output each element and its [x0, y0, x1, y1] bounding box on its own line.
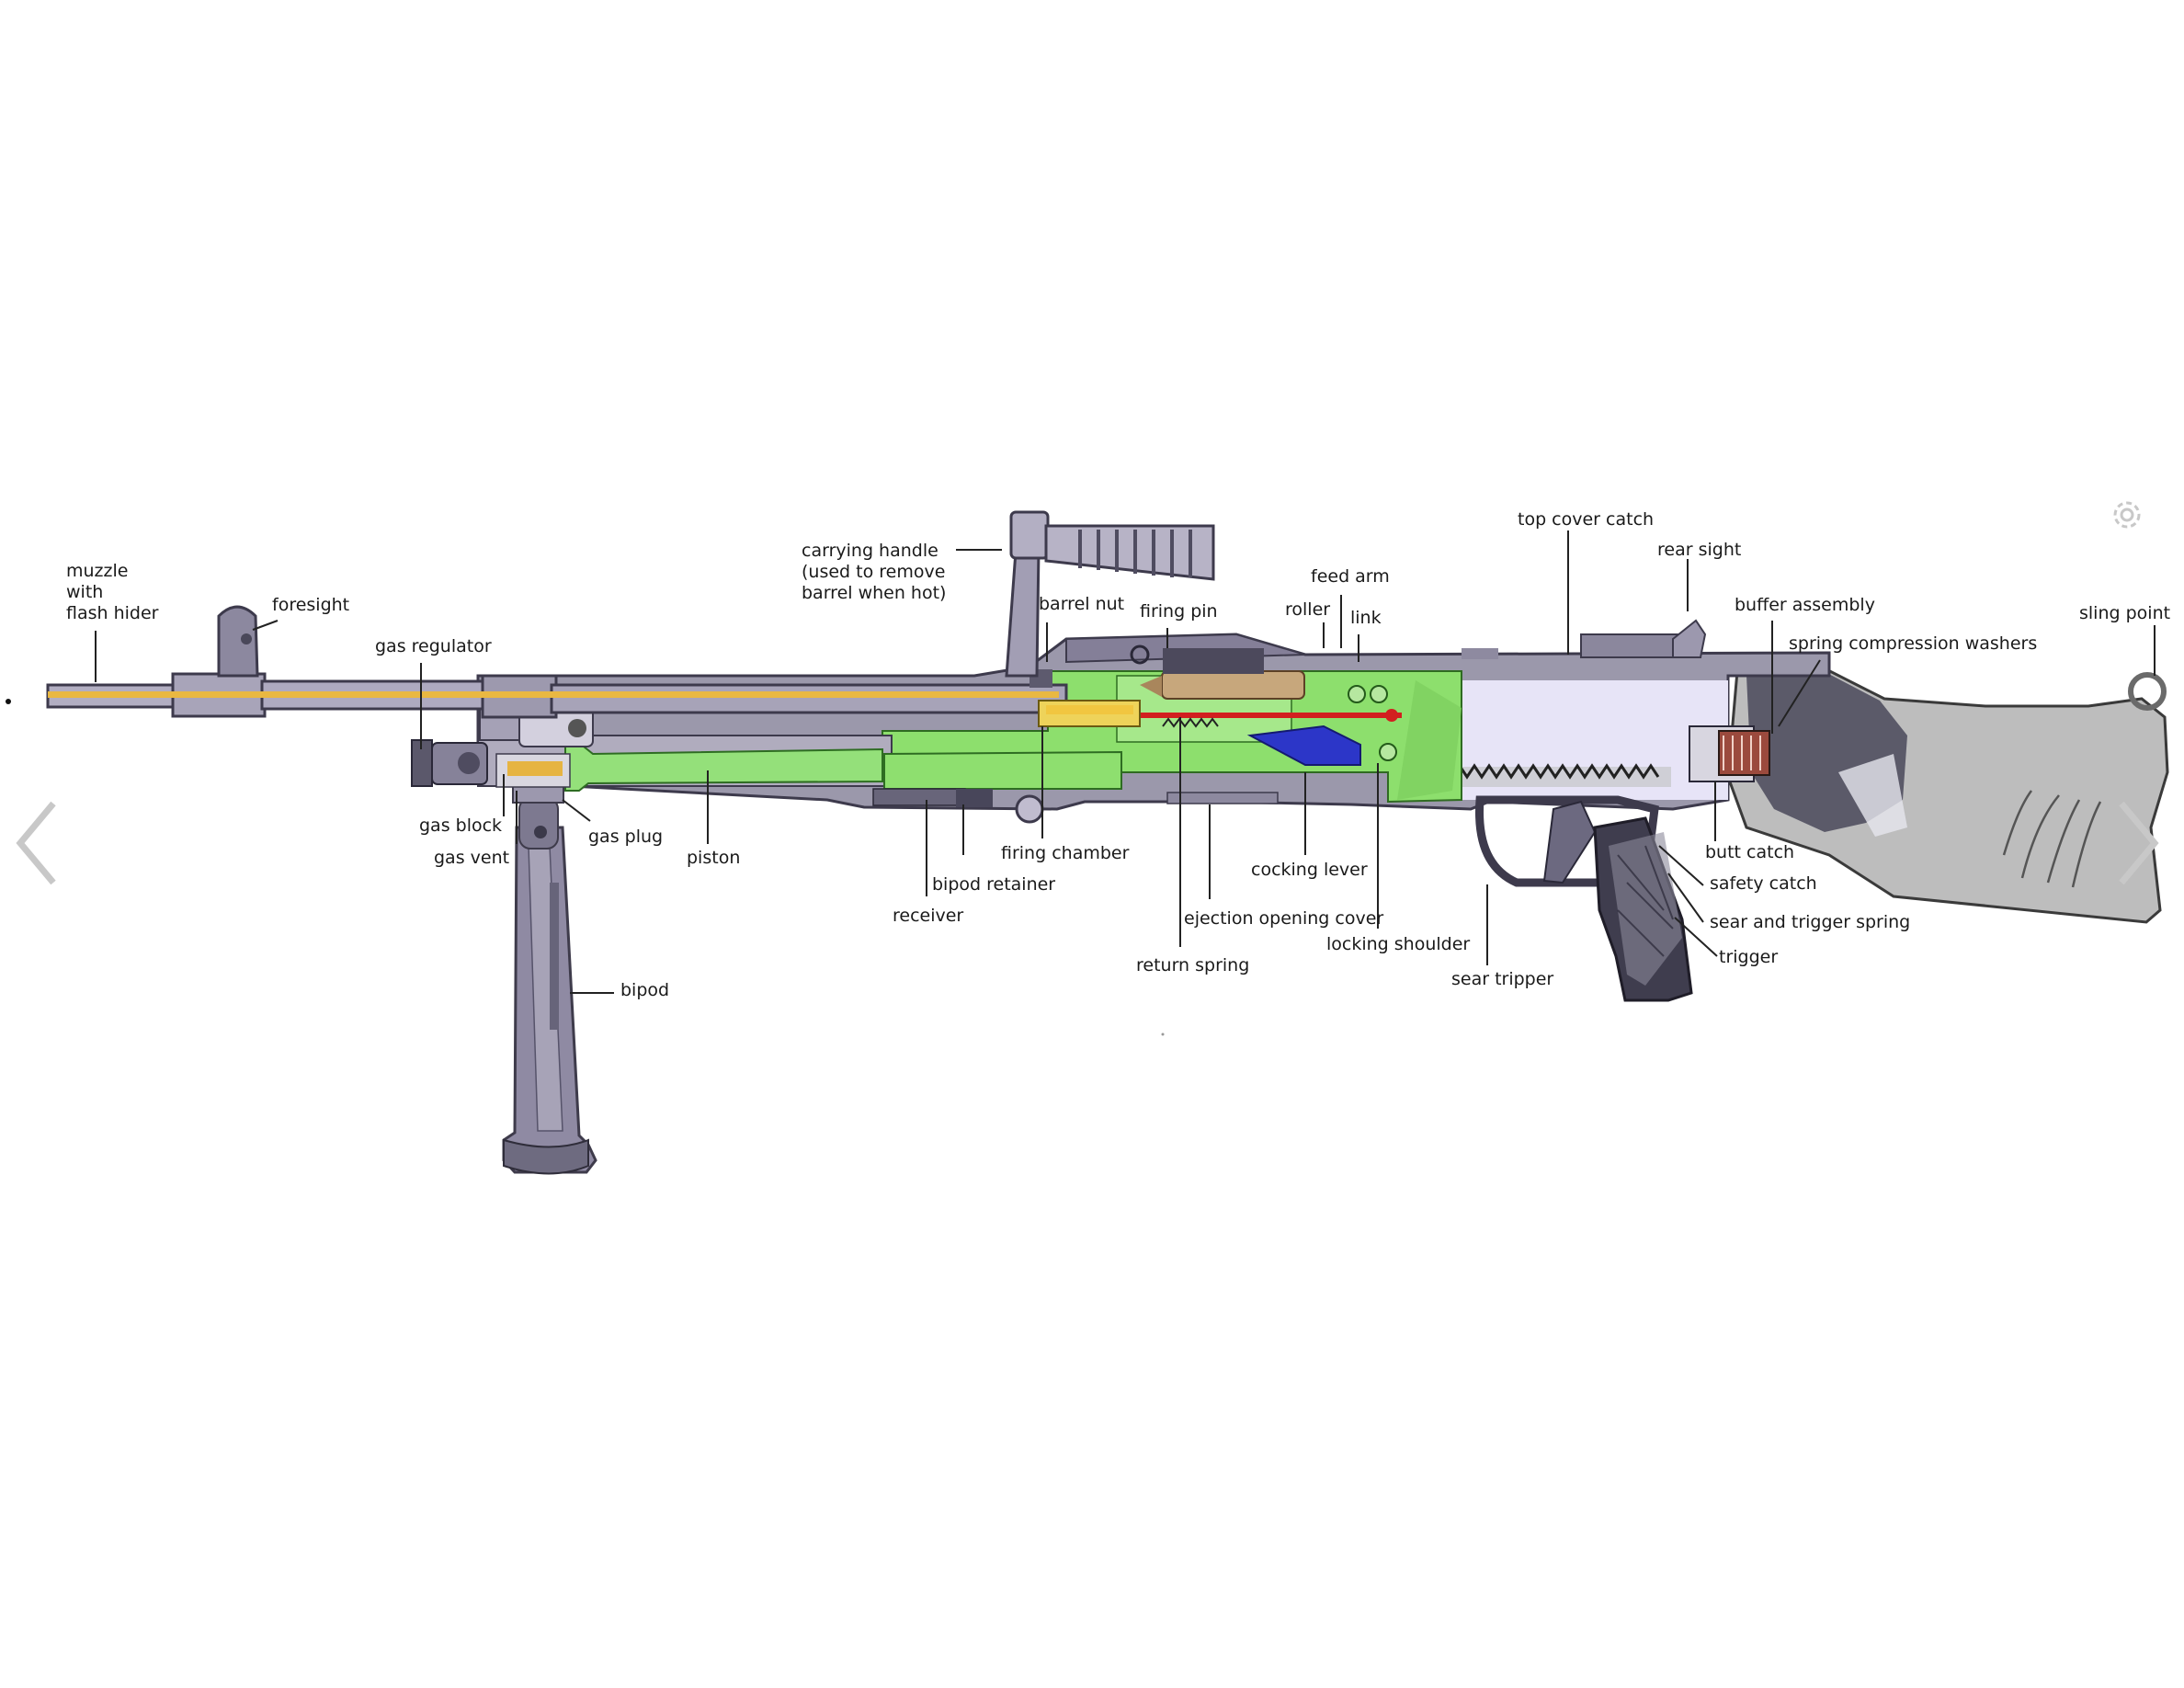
firing-pin-label: firing pin: [1140, 601, 1218, 622]
chevron-left-icon: [16, 801, 56, 885]
bipod-label-line: bipod: [620, 980, 670, 1000]
piston-label: piston: [687, 848, 740, 869]
link-label-line: link: [1350, 608, 1382, 628]
stray-dot: [1161, 1032, 1165, 1036]
sear-and-trigger-spring-label: sear and trigger spring: [1710, 912, 1910, 933]
top-cover-catch-label: top cover catch: [1518, 509, 1654, 530]
rear-sight-label: rear sight: [1657, 540, 1741, 561]
gas-vent-label-line: gas vent: [434, 848, 510, 868]
next-arrow-button[interactable]: [2110, 793, 2166, 894]
return-spring-label: return spring: [1136, 955, 1249, 976]
sear-and-trigger-spring-label-line: sear and trigger spring: [1710, 912, 1911, 932]
safety-catch-label-line: safety catch: [1710, 873, 1817, 894]
spring-compression-washers-label-line: spring compression washers: [1789, 633, 2038, 654]
piston-drawing: [411, 698, 1279, 824]
firing-chamber-label-line: firing chamber: [1001, 843, 1130, 863]
muzzle-label-line: with: [66, 582, 104, 603]
stray-dot: [6, 699, 11, 704]
piston-label-line: piston: [687, 848, 741, 868]
gas-plug-label: gas plug: [588, 827, 663, 848]
pistol-grip-drawing: [1475, 795, 1693, 1002]
locking-shoulder-label: locking shoulder: [1326, 934, 1470, 955]
muzzle-label-line: flash hider: [66, 603, 159, 624]
receiver-label: receiver: [893, 906, 963, 927]
gas-regulator-label-line: gas regulator: [375, 636, 492, 656]
carrying-handle-drawing: [1005, 510, 1215, 678]
gas-block-label: gas block: [419, 815, 502, 837]
top-cover-catch-label-line: top cover catch: [1518, 509, 1655, 530]
receiver-label-line: receiver: [893, 906, 964, 926]
barrel-nut-label: barrel nut: [1039, 594, 1124, 615]
leader-lines: [95, 530, 2156, 994]
trigger-label: trigger: [1719, 947, 1778, 968]
sear-tripper-label: sear tripper: [1451, 969, 1553, 990]
feed-arm-label: feed arm: [1311, 566, 1390, 587]
sling-point-label: sling point: [2079, 603, 2170, 624]
firing-chamber-label: firing chamber: [1001, 843, 1129, 864]
spring-compression-washers-label: spring compression washers: [1789, 633, 2037, 655]
ejection-opening-cover-label-line: ejection opening cover: [1184, 908, 1384, 929]
cocking-lever-label-line: cocking lever: [1251, 860, 1368, 880]
buttstock-drawing: [1726, 662, 2169, 924]
bipod-retainer-label-line: bipod retainer: [932, 874, 1056, 895]
prev-arrow-button[interactable]: [9, 793, 64, 894]
roller-label-line: roller: [1285, 599, 1331, 620]
feed-arm-label-line: feed arm: [1311, 566, 1390, 587]
gas-block-label-line: gas block: [419, 815, 503, 836]
sear-tripper-label-line: sear tripper: [1451, 969, 1554, 989]
carrying-handle-label-line: barrel when hot): [802, 583, 947, 604]
trigger-label-line: trigger: [1719, 947, 1779, 967]
bipod-drawing: [502, 785, 597, 1175]
butt-catch-label-line: butt catch: [1705, 842, 1795, 862]
barrel-drawing: [46, 605, 1141, 727]
bipod-label: bipod: [620, 980, 669, 1001]
gear-icon: [2113, 501, 2141, 529]
chevron-right-icon: [2119, 801, 2159, 885]
foresight-label-line: foresight: [272, 595, 350, 615]
settings-button[interactable]: [2107, 495, 2147, 535]
gas-plug-label-line: gas plug: [588, 827, 664, 847]
link-label: link: [1350, 608, 1382, 629]
butt-catch-label: butt catch: [1705, 842, 1794, 863]
return-spring-label-line: return spring: [1136, 955, 1250, 975]
muzzle-label-line: muzzle: [66, 561, 129, 581]
gas-regulator-label: gas regulator: [375, 636, 492, 657]
rear-sight-label-line: rear sight: [1657, 540, 1742, 560]
safety-catch-label: safety catch: [1710, 873, 1817, 895]
barrel-nut-label-line: barrel nut: [1039, 594, 1125, 614]
firing-pin-label-line: firing pin: [1140, 601, 1218, 622]
roller-label: roller: [1285, 599, 1330, 621]
buffer-assembly-label-line: buffer assembly: [1735, 595, 1875, 615]
foresight-label: foresight: [272, 595, 349, 616]
buffer-assembly-label: buffer assembly: [1735, 595, 1875, 616]
carrying-handle-label-line: carrying handle: [802, 541, 938, 561]
carrying-handle-label-line: (used to remove: [802, 562, 946, 583]
bipod-retainer-label: bipod retainer: [932, 874, 1055, 895]
sling-point-label-line: sling point: [2079, 603, 2171, 623]
ejection-opening-cover-label: ejection opening cover: [1184, 908, 1383, 930]
cocking-lever-label: cocking lever: [1251, 860, 1368, 881]
locking-shoulder-label-line: locking shoulder: [1326, 934, 1471, 954]
gas-vent-label: gas vent: [434, 848, 509, 869]
